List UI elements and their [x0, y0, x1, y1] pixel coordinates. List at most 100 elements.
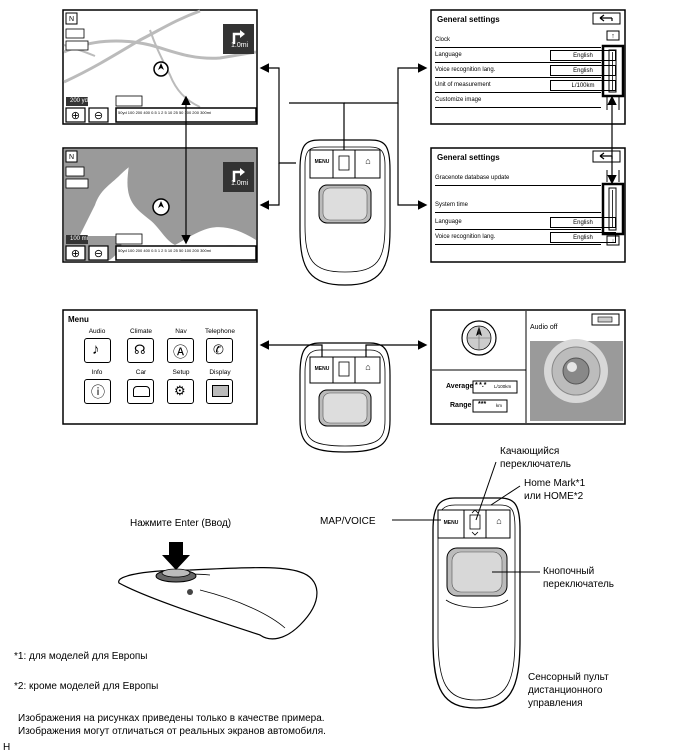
settings-row-language[interactable]: Language	[435, 216, 601, 230]
menu-title: Menu	[68, 315, 89, 324]
audio-button[interactable]: ♪	[84, 338, 111, 363]
climate-button[interactable]: ☊	[127, 338, 154, 363]
menu-label-audio: Audio	[88, 328, 106, 335]
fan-icon: ☊	[134, 342, 146, 357]
music-note-icon: ♪	[92, 341, 100, 358]
average-label: Average	[446, 383, 474, 390]
map-zoom-scale-top[interactable]: 50yd 100 200 400 0.5 1 2 5 10 25 50 100 …	[118, 110, 211, 115]
row-label: Voice recognition lang.	[435, 67, 496, 73]
map-distance-bottom: 1.0mi	[231, 180, 249, 187]
settings-row-clock[interactable]: Clock	[435, 34, 601, 48]
row-label: Clock	[435, 37, 451, 43]
language-value-button[interactable]: English	[550, 217, 616, 228]
display-button[interactable]	[206, 379, 233, 404]
menu-screen	[62, 309, 258, 425]
menu-label-setup: Setup	[172, 369, 190, 376]
footnote-1: *1: для моделей для Европы	[14, 651, 148, 662]
row-label: System time	[435, 202, 469, 208]
unit-value-button[interactable]: L/100km	[550, 80, 616, 91]
range-label: Range	[450, 402, 472, 409]
map-scale-top: 200 yd	[70, 98, 89, 104]
average-value: * *.*	[475, 382, 487, 389]
remote-middle-home-key[interactable]: ⌂	[365, 362, 371, 372]
svg-text:↓: ↓	[611, 238, 615, 245]
settings-scrollbars: ↑ ↓	[430, 9, 626, 263]
rocker-switch-label: Качающийся переключатель	[500, 446, 571, 470]
touch-remote-label: Сенсорный пульт дистанционного управлени…	[528, 672, 609, 709]
remote-top	[299, 139, 391, 286]
row-label: Customize image	[435, 97, 482, 103]
callout-leaders	[392, 461, 540, 573]
map-screen-bottom: N ⊕ ⊖	[62, 147, 258, 263]
svg-text:⊕: ⊕	[71, 248, 80, 260]
remote-top-home-key[interactable]: ⌂	[365, 156, 371, 166]
remote-top-menu-key[interactable]: MENU	[314, 159, 330, 165]
settings-row-system-time[interactable]: System time	[435, 199, 601, 213]
press-enter-label: Нажмите Enter (Ввод)	[130, 518, 232, 529]
menu-label-climate: Climate	[129, 328, 153, 335]
screen-title: General settings	[437, 153, 500, 162]
settings-row-voice-lang[interactable]: Voice recognition lang.	[435, 231, 601, 245]
telephone-button[interactable]: ✆	[206, 338, 233, 363]
phone-icon: ✆	[213, 342, 224, 357]
car-button[interactable]	[127, 379, 154, 404]
general-settings-screen-1: General settings Clock Language English …	[431, 10, 625, 124]
map-screen-top: N ⊕ ⊖	[62, 9, 258, 125]
remote-large-menu-key[interactable]: MENU	[443, 520, 459, 526]
range-value: ***	[478, 401, 487, 408]
screen-title: General settings	[437, 15, 500, 24]
settings-row-unit[interactable]: Unit of measurement	[435, 79, 601, 93]
menu-label-display: Display	[209, 369, 231, 376]
menu-label-info: Info	[91, 369, 103, 376]
settings-row-customize[interactable]: Customize image	[435, 94, 601, 108]
row-label: Voice recognition lang.	[435, 234, 496, 240]
info-button[interactable]: ⓘ	[84, 379, 111, 404]
menu-screen-content: Menu Audio Climate Nav Telephone ♪ ☊ Ⓐ ✆…	[63, 310, 257, 424]
settings-icon: ⚙	[174, 383, 186, 398]
remote-top-connectors	[259, 63, 428, 210]
settings-row-gracenote[interactable]: Gracenote database update	[435, 172, 601, 186]
menu-label-car: Car	[135, 369, 147, 376]
remote-middle-connectors	[259, 340, 428, 357]
info-icon: ⓘ	[91, 384, 105, 400]
row-label: Gracenote database update	[435, 175, 510, 181]
nav-button[interactable]: Ⓐ	[167, 338, 194, 363]
language-value-button[interactable]: English	[550, 50, 616, 61]
compass-icon: Ⓐ	[173, 344, 189, 361]
remote-large-home-key[interactable]: ⌂	[496, 516, 502, 526]
touch-remote-large	[432, 497, 521, 709]
row-label: Language	[435, 219, 462, 225]
map-scale-bottom: 100 mi	[70, 236, 89, 242]
map-voice-label: MAP/VOICE	[320, 516, 376, 527]
audio-status: Audio off	[530, 324, 558, 331]
svg-text:⊖: ⊖	[94, 110, 103, 122]
svg-text:N: N	[69, 16, 74, 23]
remote-middle	[299, 342, 391, 453]
home-mark-label: Home Mark*1 или HOME*2	[524, 478, 586, 502]
button-switch-label: Кнопочный переключатель	[543, 566, 614, 590]
menu-label-nav: Nav	[175, 328, 187, 335]
setup-button[interactable]: ⚙	[167, 379, 194, 404]
voice-lang-value-button[interactable]: English	[550, 232, 616, 243]
row-label: Language	[435, 52, 462, 58]
map-distance-top: 1.0mi	[231, 42, 249, 49]
press-enter-illustration	[118, 542, 318, 640]
map-zoom-scale-bottom[interactable]: 50yd 100 200 400 0.5 1 2 5 10 25 50 100 …	[118, 248, 211, 253]
disclaimer-text: Изображения на рисунках приведены только…	[18, 713, 326, 737]
row-label: Unit of measurement	[435, 82, 491, 88]
svg-text:N: N	[69, 154, 74, 161]
settings-row-voice-lang[interactable]: Voice recognition lang.	[435, 64, 601, 78]
svg-text:⊕: ⊕	[71, 110, 80, 122]
general-settings-screen-2: General settings Gracenote database upda…	[431, 148, 625, 262]
footnote-2: *2: кроме моделей для Европы	[14, 681, 159, 692]
home-screen	[430, 309, 626, 425]
monitor-icon	[212, 385, 229, 397]
svg-text:⊖: ⊖	[94, 248, 103, 260]
car-icon	[133, 386, 150, 397]
settings-row-language[interactable]: Language	[435, 49, 601, 63]
voice-lang-value-button[interactable]: English	[550, 65, 616, 76]
range-unit: km	[496, 403, 502, 408]
figure-corner-mark: H	[3, 742, 11, 753]
remote-middle-menu-key[interactable]: MENU	[314, 366, 330, 372]
